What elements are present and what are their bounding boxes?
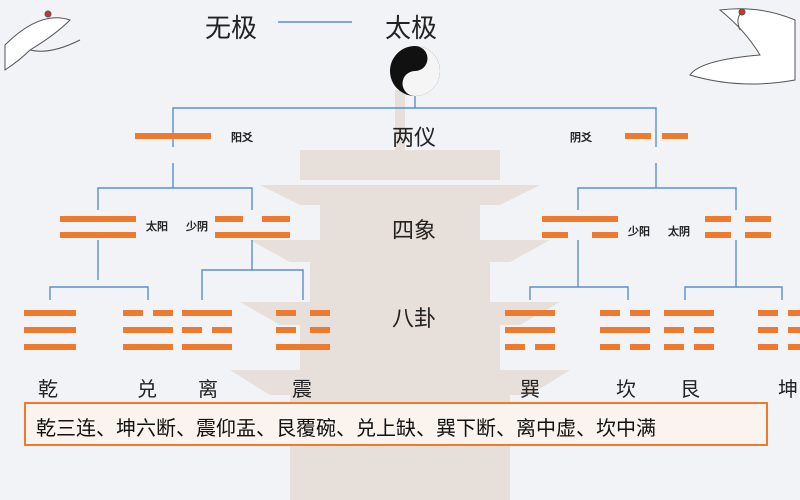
- taiyang-label: 太阳: [146, 220, 168, 233]
- dui-line: [123, 327, 173, 333]
- taiji-label: 太极: [385, 14, 438, 44]
- kun-segment: [788, 344, 800, 350]
- mnemonic-box: 乾三连、坤六断、震仰盂、艮覆碗、兑上缺、巽下断、离中虚、坎中满: [24, 402, 768, 446]
- crane-left: [4, 10, 81, 71]
- shaoyin-segment: [215, 216, 243, 222]
- qian-line: [24, 344, 76, 350]
- shaoyang-segment: [592, 232, 618, 238]
- zhen-segment: [276, 310, 296, 316]
- gen-segment: [664, 344, 684, 350]
- taiyang-line: [60, 216, 136, 222]
- mnemonic-text: 乾三连、坤六断、震仰盂、艮覆碗、兑上缺、巽下断、离中虚、坎中满: [36, 416, 656, 440]
- shaoyin-line: [215, 232, 290, 238]
- gua-name-zhen: 震: [292, 377, 312, 401]
- kun-segment: [758, 310, 778, 316]
- yang-yao-label: 阳爻: [231, 131, 253, 144]
- kun-segment: [788, 327, 800, 333]
- gen-segment: [664, 327, 684, 333]
- gua-name-xun: 巽: [520, 377, 540, 401]
- gen-line: [664, 310, 714, 316]
- zhen-line: [276, 344, 330, 350]
- taiyin-segment: [745, 216, 771, 222]
- shaoyang-line: [542, 216, 618, 222]
- gua-name-li: 离: [198, 377, 218, 401]
- shaoyang-label: 少阳: [628, 225, 650, 238]
- gua-name-qian: 乾: [38, 377, 58, 401]
- taiyin-segment: [745, 232, 771, 238]
- xun-segment: [505, 344, 525, 350]
- gua-name-kan: 坎: [616, 377, 636, 401]
- kan-segment: [630, 310, 650, 316]
- gen-segment: [694, 327, 714, 333]
- qian-line: [24, 327, 76, 333]
- crane-right: [689, 8, 796, 85]
- yin-yao-segment: [662, 133, 688, 139]
- li-segment: [212, 327, 232, 333]
- taiji-yin-yang-icon: [390, 46, 440, 96]
- gua-name-kun: 坤: [778, 377, 798, 401]
- zhen-segment: [276, 327, 296, 333]
- kan-segment: [630, 344, 650, 350]
- level-liangyi: 两仪: [392, 126, 437, 151]
- dui-segment: [123, 310, 143, 316]
- qian-line: [24, 310, 76, 316]
- wuji-label: 无极: [205, 14, 258, 44]
- kan-segment: [600, 344, 620, 350]
- taiyin-label: 太阴: [668, 225, 690, 238]
- yang-yao-line: [135, 133, 211, 139]
- pagoda-silhouette: [230, 90, 570, 500]
- kun-segment: [758, 327, 778, 333]
- xun-line: [505, 310, 555, 316]
- taiyin-segment: [705, 216, 731, 222]
- xun-line: [505, 327, 555, 333]
- xun-segment: [535, 344, 555, 350]
- kun-segment: [788, 310, 800, 316]
- level-sixiang: 四象: [392, 219, 437, 244]
- dui-line: [123, 344, 173, 350]
- kun-segment: [758, 344, 778, 350]
- zhen-segment: [310, 310, 330, 316]
- gua-name-dui: 兑: [137, 377, 157, 401]
- yin-yao-segment: [625, 133, 651, 139]
- shaoyin-segment: [262, 216, 290, 222]
- shaoyin-label: 少阴: [186, 220, 208, 233]
- kan-line: [600, 327, 650, 333]
- taiyin-segment: [705, 232, 731, 238]
- level-bagua: 八卦: [392, 307, 437, 332]
- li-line: [182, 310, 232, 316]
- gua-name-gen: 艮: [680, 377, 700, 401]
- taiyang-line: [60, 232, 136, 238]
- gen-segment: [694, 344, 714, 350]
- shaoyang-segment: [542, 232, 568, 238]
- zhen-segment: [310, 327, 330, 333]
- yin-yao-label: 阴爻: [570, 131, 592, 144]
- li-line: [182, 344, 232, 350]
- kan-segment: [600, 310, 620, 316]
- li-segment: [182, 327, 202, 333]
- dui-segment: [153, 310, 173, 316]
